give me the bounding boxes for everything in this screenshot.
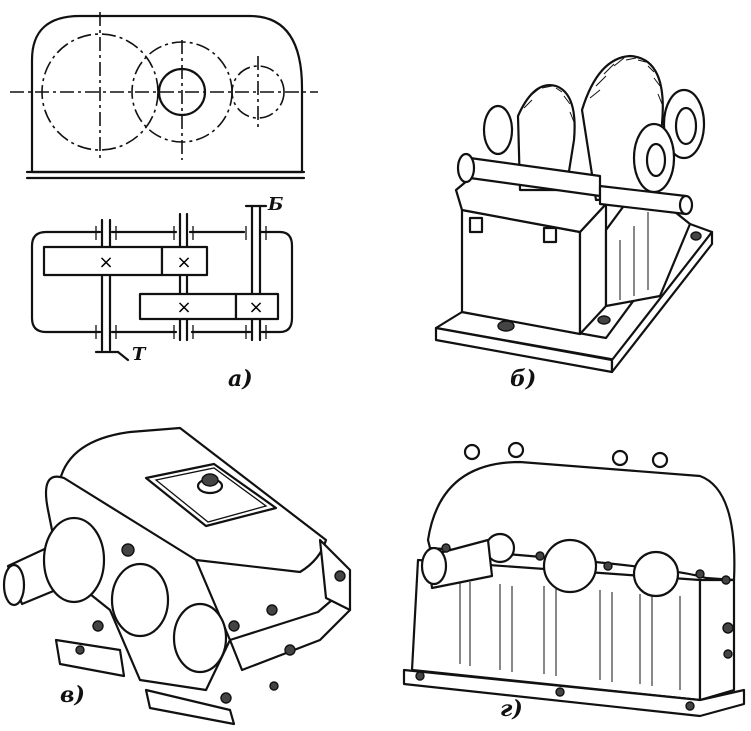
panel-a-kinematic-scheme	[30, 204, 294, 362]
pitch-circle-small	[231, 65, 285, 119]
panel-b-open-gearbox	[434, 54, 714, 374]
label-shaft-b: Б	[268, 194, 284, 215]
scheme-mark-4: ×	[248, 297, 263, 318]
pinion-circle	[157, 67, 207, 117]
panel-a-housing-view	[10, 12, 318, 180]
label-panel-a: а)	[228, 366, 253, 392]
label-panel-v: в)	[60, 682, 85, 708]
scheme-mark-2: ×	[176, 252, 191, 273]
label-panel-b: б)	[510, 366, 537, 392]
scheme-mark-1: ×	[98, 252, 113, 273]
panel-g-horizontal-reducer	[402, 441, 746, 718]
scheme-mark-3: ×	[176, 297, 191, 318]
label-shaft-t: Т	[132, 344, 146, 365]
panel-v-closed-reducer	[2, 426, 352, 726]
label-panel-g: г)	[500, 696, 523, 722]
